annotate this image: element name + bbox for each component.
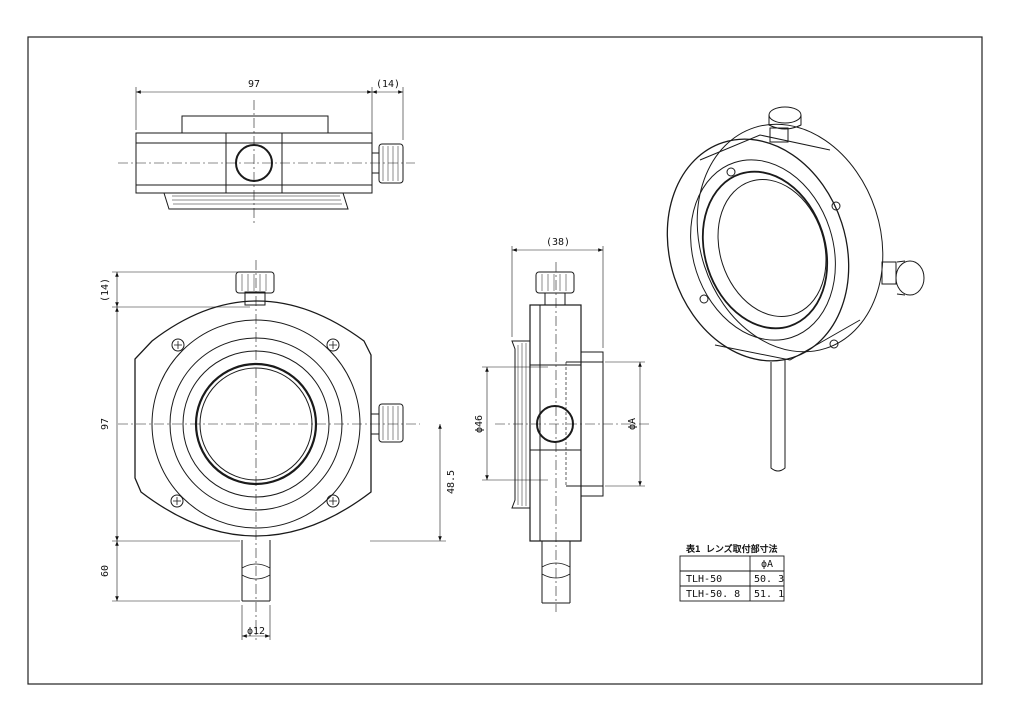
table-header-phi-a: ϕA <box>761 559 773 570</box>
table-title: 表1 レンズ取付部寸法 <box>685 543 778 555</box>
spec-table: 表1 レンズ取付部寸法 ϕA TLH-50 50. 3 TLH-50. 8 51… <box>679 543 785 602</box>
top-view <box>118 87 415 225</box>
sheet-frame <box>27 36 983 685</box>
dim-front-knob: (14) <box>100 278 111 302</box>
dim-front-height: 97 <box>100 418 111 430</box>
table-row-2-value: 51. 1 <box>754 589 784 600</box>
table-row-1-value: 50. 3 <box>754 574 784 585</box>
dim-top-knob: (14) <box>376 79 400 90</box>
dim-front-center-bottom: 48.5 <box>446 470 457 494</box>
isometric-view <box>666 106 925 472</box>
front-view <box>112 260 446 640</box>
dim-side-depth: (38) <box>546 237 570 248</box>
side-view <box>482 246 650 612</box>
dim-side-dia-left: ϕ46 <box>474 415 485 433</box>
dim-top-width: 97 <box>248 79 260 90</box>
table-row-1-model: TLH-50 <box>686 574 722 585</box>
dim-front-post-dia: ϕ12 <box>247 626 265 637</box>
dim-side-dia-right: ϕA <box>627 418 638 430</box>
table-row-2-model: TLH-50. 8 <box>686 589 740 600</box>
dim-front-post-length: 60 <box>100 565 111 577</box>
